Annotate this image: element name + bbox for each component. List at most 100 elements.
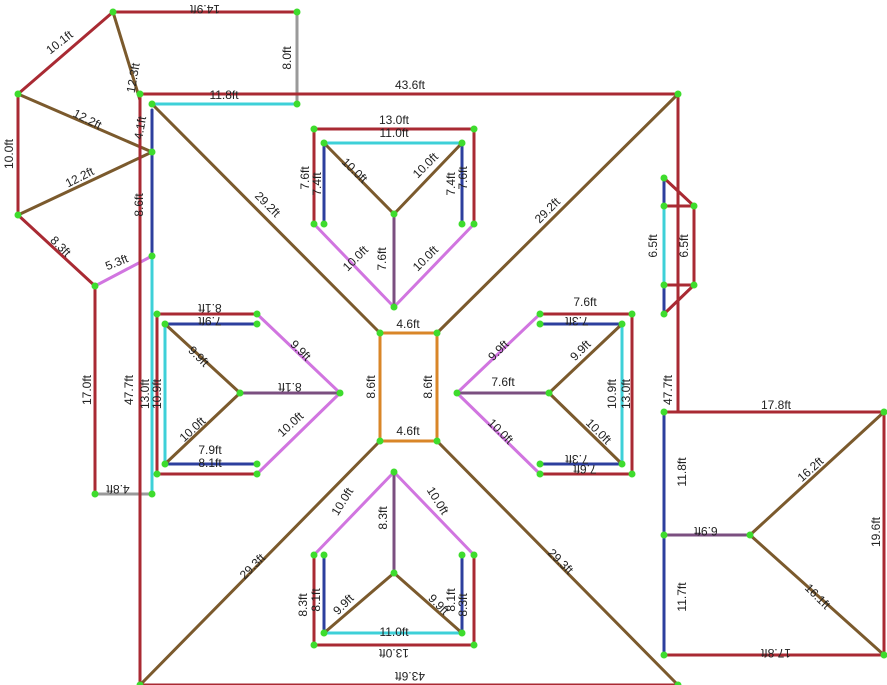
valley-edge <box>392 222 476 309</box>
length-label: 10.0ft <box>275 409 307 440</box>
vertex-node <box>253 320 261 328</box>
length-label: 4.6ft <box>396 317 420 331</box>
length-label: 29.3ft <box>545 546 577 578</box>
length-label: 10.0ft <box>410 149 442 181</box>
hip-edge <box>435 439 680 685</box>
length-label: 11.8ft <box>675 457 689 487</box>
vertex-node <box>376 329 384 337</box>
vertex-node <box>470 220 478 228</box>
length-label: 7.4ft <box>310 172 324 196</box>
length-label: 8.1ft <box>444 588 458 612</box>
length-label: 8.3ft <box>47 233 74 260</box>
vertex-node <box>690 281 698 289</box>
vertex-node <box>136 681 144 685</box>
hip-edge <box>16 92 154 154</box>
length-label: 7.9ft <box>198 314 222 328</box>
vertex-node <box>536 460 544 468</box>
length-label: 17.8ft <box>761 398 792 412</box>
length-label: 11.0ft <box>379 625 409 639</box>
length-label: 43.6ft <box>394 669 425 683</box>
vertex-node <box>390 303 398 311</box>
vertex-node <box>390 210 398 218</box>
vertex-node <box>376 437 384 445</box>
vertex-node <box>453 389 461 397</box>
vertex-node <box>618 460 626 468</box>
eave-edge <box>662 283 696 316</box>
length-label: 10.0ft <box>485 416 517 448</box>
vertex-node <box>310 641 318 649</box>
hip-edge <box>150 102 382 335</box>
vertex-node <box>236 389 244 397</box>
vertex-node <box>660 310 668 318</box>
length-label: 13.0ft <box>619 378 633 409</box>
vertex-node <box>91 282 99 290</box>
hip-edge <box>163 322 242 395</box>
length-label: 13.0ft <box>378 646 409 660</box>
length-label: 7.9ft <box>198 443 222 457</box>
length-label: 9.9ft <box>287 337 314 364</box>
vertex-node <box>880 408 887 416</box>
length-label: 8.6ft <box>132 193 146 217</box>
length-label: 16.1ft <box>802 581 834 613</box>
valley-edge <box>255 391 342 476</box>
vertex-node <box>310 220 318 228</box>
vertex-node <box>536 310 544 318</box>
vertex-node <box>253 470 261 478</box>
length-label: 4.6ft <box>396 424 420 438</box>
vertex-node <box>148 490 156 498</box>
vertex-node <box>390 569 398 577</box>
length-label: 17.8ft <box>760 646 791 660</box>
valley-edge <box>312 470 396 557</box>
length-label: 6.5ft <box>677 234 691 258</box>
hip-edge <box>322 141 396 216</box>
hip-edge <box>111 10 142 102</box>
hip-edge <box>748 533 886 657</box>
hip-edge <box>138 439 382 685</box>
vertex-node <box>536 320 544 328</box>
vertex-node <box>470 641 478 649</box>
vertex-node <box>458 629 466 637</box>
length-label: 8.3ft <box>296 593 310 617</box>
vertex-node <box>690 202 698 210</box>
vertex-node <box>660 202 668 210</box>
length-label: 17.0ft <box>80 374 94 405</box>
length-label: 8.6ft <box>364 375 378 399</box>
vertex-node <box>320 551 328 559</box>
length-label: 10.9ft <box>605 378 619 409</box>
length-label: 7.6ft <box>456 166 470 190</box>
vertex-node <box>293 100 301 108</box>
length-label: 7.4ft <box>444 172 458 196</box>
length-label: 10.1ft <box>43 27 76 57</box>
vertex-node <box>148 252 156 260</box>
vertex-node <box>153 310 161 318</box>
length-label: 4.1ft <box>131 114 149 140</box>
roof-vertices <box>14 8 887 685</box>
vertex-node <box>880 651 887 659</box>
hip-edge <box>748 410 886 537</box>
vertex-node <box>545 389 553 397</box>
vertex-node <box>390 468 398 476</box>
vertex-node <box>628 310 636 318</box>
length-label: 10.0ft <box>424 484 452 517</box>
vertex-node <box>470 551 478 559</box>
vertex-node <box>660 408 668 416</box>
vertex-node <box>320 139 328 147</box>
roof-edges <box>16 10 886 685</box>
vertex-node <box>91 490 99 498</box>
length-label: 6.9ft <box>694 524 718 538</box>
length-label: 13.0ft <box>379 113 410 127</box>
vertex-node <box>136 90 144 98</box>
vertex-node <box>310 551 318 559</box>
length-label: 7.6ft <box>573 295 597 309</box>
vertex-node <box>618 320 626 328</box>
vertex-node <box>310 125 318 133</box>
vertex-node <box>14 211 22 219</box>
vertex-node <box>746 531 754 539</box>
vertex-node <box>109 8 117 16</box>
vertex-node <box>14 90 22 98</box>
length-label: 8.3ft <box>456 593 470 617</box>
vertex-node <box>153 470 161 478</box>
length-label: 10.0ft <box>339 155 371 186</box>
valley-edge <box>255 312 342 395</box>
